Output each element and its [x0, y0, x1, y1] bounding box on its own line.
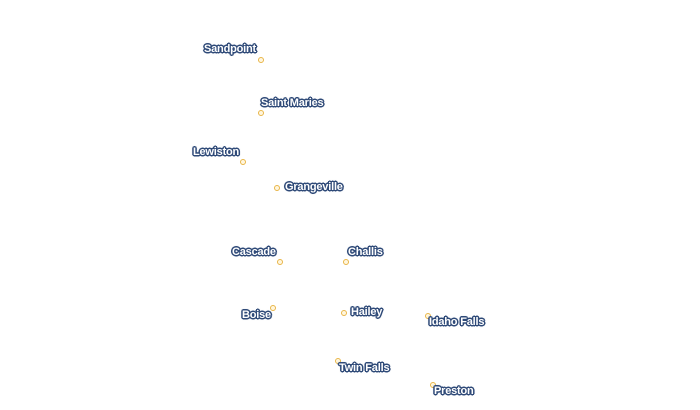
label-grangeville: Grangeville — [285, 181, 343, 193]
marker-sandpoint[interactable] — [258, 57, 264, 63]
label-sandpoint: Sandpoint — [204, 43, 256, 55]
label-hailey: Hailey — [351, 306, 383, 318]
label-challis: Challis — [348, 246, 383, 258]
marker-lewiston[interactable] — [240, 159, 246, 165]
marker-cascade[interactable] — [277, 259, 283, 265]
marker-challis[interactable] — [343, 259, 349, 265]
label-preston: Preston — [434, 385, 474, 397]
marker-idaho-falls[interactable] — [425, 313, 431, 319]
marker-saint-maries[interactable] — [258, 110, 264, 116]
marker-grangeville[interactable] — [274, 185, 280, 191]
label-idaho-falls: Idaho Falls — [429, 316, 485, 328]
label-twin-falls: Twin Falls — [339, 362, 390, 374]
label-saint-maries: Saint Maries — [261, 97, 324, 109]
label-lewiston: Lewiston — [193, 146, 240, 158]
label-cascade: Cascade — [232, 246, 276, 258]
marker-hailey[interactable] — [341, 310, 347, 316]
marker-boise[interactable] — [270, 305, 276, 311]
marker-preston[interactable] — [430, 382, 436, 388]
label-boise: Boise — [242, 309, 271, 321]
marker-twin-falls[interactable] — [335, 358, 341, 364]
